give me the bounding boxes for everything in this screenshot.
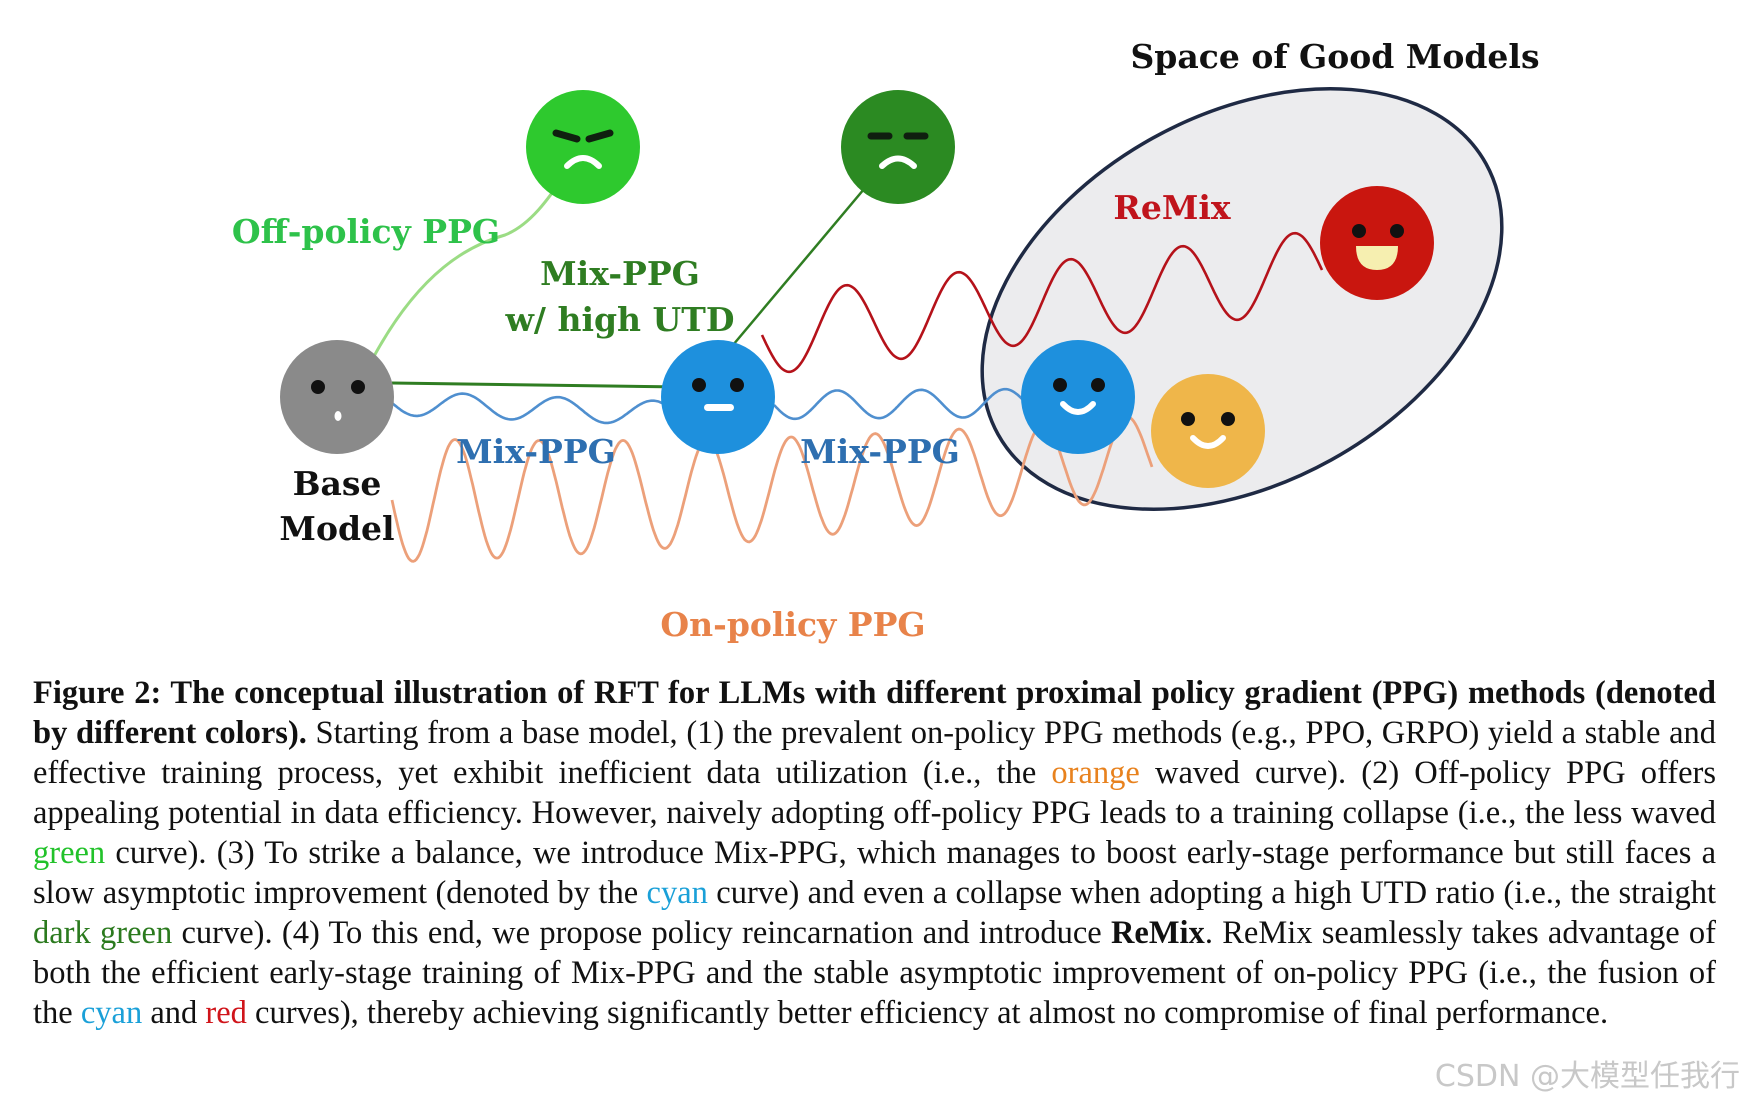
- caption-text: Starting from a base model, (1) the prev…: [33, 715, 1716, 791]
- base-model-face: [280, 340, 394, 454]
- off-policy-curve: [370, 169, 570, 361]
- mix-high-utd-result-face: [841, 90, 955, 204]
- word-remix: ReMix: [1110, 915, 1205, 951]
- word-green: green: [33, 835, 106, 871]
- on-policy-label: On-policy PPG: [660, 605, 925, 644]
- figure-caption: Figure 2: The conceptual illustration of…: [33, 673, 1716, 1033]
- mix-ppg-mid-face: [661, 340, 775, 454]
- word-dark-green: dark green: [33, 915, 173, 951]
- off-policy-result-face: [526, 90, 640, 204]
- word-red: red: [205, 995, 247, 1031]
- caption-text: curves), thereby achieving significantly…: [246, 995, 1609, 1031]
- watermark: CSDN @大模型任我行: [1434, 1059, 1740, 1094]
- word-cyan: cyan: [80, 995, 143, 1031]
- base-model-label-line2: Model: [279, 509, 394, 548]
- mix-high-utd-label-line2: w/ high UTD: [505, 300, 735, 339]
- on-policy-final-face: [1151, 374, 1265, 488]
- remix-curve: [760, 231, 1324, 374]
- caption-text: curve) and even a collapse when adopting…: [707, 875, 1716, 911]
- remix-label: ReMix: [1113, 188, 1230, 227]
- mix-ppg-final-face: [1021, 340, 1135, 454]
- mix-high-utd-curve-2: [732, 169, 881, 346]
- off-policy-label: Off-policy PPG: [232, 212, 500, 251]
- mix-ppg-label-a: Mix-PPG: [456, 432, 616, 471]
- base-model-label-line1: Base: [293, 464, 382, 503]
- caption-text: curve). (3) To strike a balance, we intr…: [33, 835, 1716, 911]
- word-cyan: cyan: [646, 875, 708, 911]
- caption-text: . ReMix seamlessly takes advantage of bo…: [33, 915, 1717, 1031]
- diagram: Space of Good Models: [232, 37, 1540, 644]
- region-title: Space of Good Models: [1130, 37, 1539, 76]
- caption-text: and: [142, 995, 206, 1031]
- word-orange: orange: [1051, 755, 1140, 791]
- caption-text: curve). (4) To this end, we propose poli…: [172, 915, 1111, 951]
- mix-ppg-label-b: Mix-PPG: [800, 432, 960, 471]
- on-policy-curve: [390, 415, 1154, 563]
- mix-high-utd-label-line1: Mix-PPG: [540, 254, 700, 293]
- caption-text: waved curve). (2) Off-policy PPG offers …: [33, 755, 1716, 831]
- figure-label: Figure 2: The conceptual illustration of…: [33, 675, 1716, 751]
- mix-ppg-curve: [391, 387, 1025, 425]
- mix-high-utd-curve: [391, 381, 684, 389]
- remix-final-face: [1320, 186, 1434, 300]
